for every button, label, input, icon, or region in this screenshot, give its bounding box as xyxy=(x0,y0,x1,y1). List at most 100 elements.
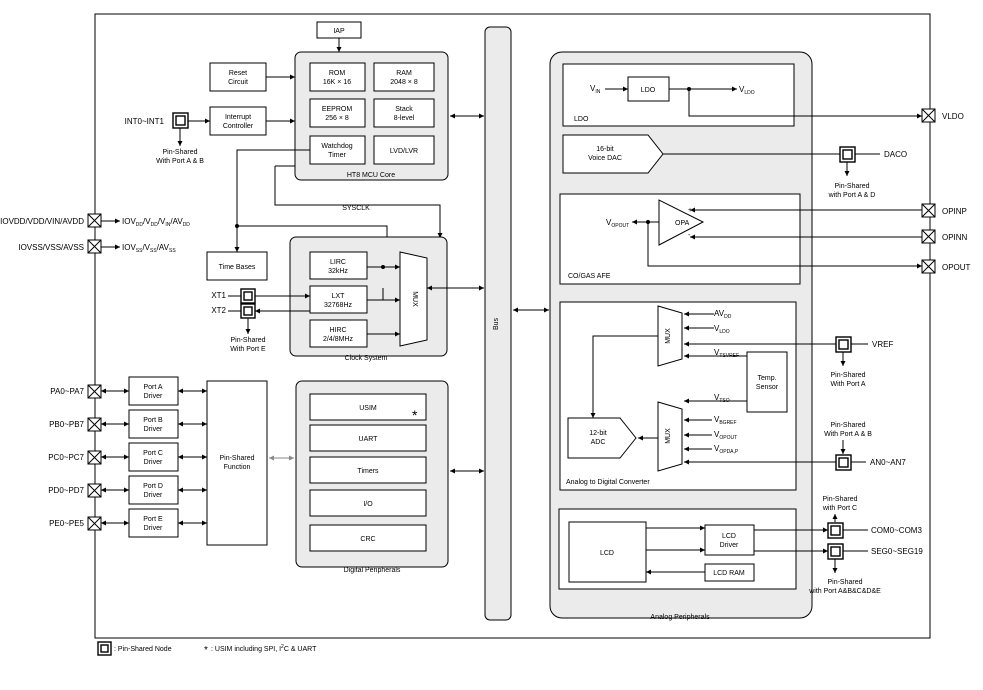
digital-block xyxy=(309,489,427,517)
port-pin-label: PD0~PD7 xyxy=(48,486,84,495)
adc-mux-bottom xyxy=(657,401,683,472)
port-pin-icon xyxy=(87,417,102,432)
watchdog-clock-line xyxy=(234,149,310,252)
pin-shared-function-label-2: Function xyxy=(224,464,251,471)
port-pin-label: PC0~PC7 xyxy=(48,453,84,462)
bus-label: Bus xyxy=(493,317,500,330)
vtso-label: VTSO xyxy=(714,393,730,404)
watchdog-label: Watchdog xyxy=(321,143,352,150)
lirc-block xyxy=(309,251,368,280)
digital-block-label: CRC xyxy=(360,536,375,543)
opout-pin-label: OPOUT xyxy=(942,263,971,272)
daco-shared-node-icon xyxy=(839,146,856,163)
usim-star: * xyxy=(412,407,418,423)
vdd-out-label: IOVDD/VDD/VIN/AVDD xyxy=(122,217,190,228)
dac-label: 16-bit xyxy=(596,146,614,153)
vldo-mux-label: VLDO xyxy=(714,324,730,335)
rom-block xyxy=(309,62,366,92)
port-driver-block xyxy=(128,442,179,472)
watchdog-block xyxy=(309,135,366,165)
sysclk-line xyxy=(274,166,443,238)
hirc-freq: 2/4/8MHz xyxy=(323,336,353,343)
seg-shared-node-icon xyxy=(827,543,844,560)
eeprom-label: EEPROM xyxy=(322,106,353,113)
com-shared-label: Pin-Shared xyxy=(822,496,857,503)
digital-block xyxy=(309,393,427,421)
lxt-freq: 32768Hz xyxy=(324,302,353,309)
port-driver-label-2: Driver xyxy=(144,393,163,400)
vref-shared-label-2: With Port A xyxy=(830,381,865,388)
opa-label: OPA xyxy=(675,220,690,227)
lcd-block xyxy=(568,521,647,583)
port-pin-label: PE0~PE5 xyxy=(49,519,84,528)
digital-block-label: UART xyxy=(359,436,379,443)
hirc-block xyxy=(309,319,368,348)
legend-note: : USIM including SPI, I2C & UART xyxy=(211,644,317,653)
port-driver-block xyxy=(128,475,179,505)
ldo-section xyxy=(562,63,795,127)
port-driver-block xyxy=(128,376,179,406)
lcd-driver-label: LCD xyxy=(722,533,736,540)
afe-section xyxy=(559,193,801,285)
eeprom-size: 256 × 8 xyxy=(325,115,349,122)
opout-pin-icon xyxy=(921,259,936,274)
xt-shared-label-2: With Port E xyxy=(230,346,266,353)
adc-mux-top xyxy=(657,305,683,367)
int-shared-node-icon xyxy=(172,112,189,129)
port-pin-icon xyxy=(87,483,102,498)
pin-shared-function-block xyxy=(206,380,268,546)
int-pin-label: INT0~INT1 xyxy=(125,117,165,126)
digital-block-label: Timers xyxy=(357,468,379,475)
rom-label: ROM xyxy=(329,70,346,77)
adc-mux-bottom-label: MUX xyxy=(665,428,672,444)
opinp-pin-label: OPINP xyxy=(942,207,967,216)
port-pin-label: PB0~PB7 xyxy=(49,420,84,429)
lvd-block xyxy=(373,135,435,165)
seg-shared-label-2: with Port A&B&C&D&E xyxy=(808,588,881,595)
port-driver-label: Port E xyxy=(143,516,163,523)
vbgref-label: VBGREF xyxy=(714,415,737,426)
ldo-section-label: LDO xyxy=(574,116,589,123)
interrupt-label-2: Controller xyxy=(223,123,254,130)
daco-shared-label: Pin-Shared xyxy=(834,183,869,190)
legend-star: * xyxy=(204,645,208,656)
vopout-label: VOPOUT xyxy=(606,218,629,229)
xt1-label: XT1 xyxy=(211,291,226,300)
lcd-driver-label-2: Driver xyxy=(720,542,739,549)
daco-pin-label: DACO xyxy=(884,150,907,159)
vref-shared-label: Pin-Shared xyxy=(830,372,865,379)
port-pin-icon xyxy=(87,516,102,531)
int-shared-label-2: With Port A & B xyxy=(156,158,204,165)
interrupt-label: Interrupt xyxy=(225,114,251,121)
lcd-ram-label: LCD RAM xyxy=(713,570,745,577)
port-driver-block xyxy=(128,508,179,538)
adc-label-2: ADC xyxy=(591,439,606,446)
rom-size: 16K × 16 xyxy=(323,79,351,86)
lirc-freq: 32kHz xyxy=(328,268,348,275)
reset-label: Reset xyxy=(229,70,247,77)
pin-shared-function-label: Pin-Shared xyxy=(219,455,254,462)
vldo-pin-label: VLDO xyxy=(942,112,964,121)
xt2-shared-node-icon xyxy=(240,303,256,319)
xt2-label: XT2 xyxy=(211,306,226,315)
vopdap-label: VOPDA,P xyxy=(714,444,739,455)
port-pin-label: PA0~PA7 xyxy=(50,387,84,396)
port-pin-icon xyxy=(87,384,102,399)
an-shared-label: Pin-Shared xyxy=(830,422,865,429)
mcu-core-label: HT8 MCU Core xyxy=(347,172,395,179)
an-shared-label-2: With Port A & B xyxy=(824,431,872,438)
vin-label: VIN xyxy=(590,84,601,95)
legend-node-label: : Pin-Shared Node xyxy=(114,646,172,653)
int-shared-label: Pin-Shared xyxy=(162,149,197,156)
sysclk-label: SYSCLK xyxy=(342,205,370,212)
port-driver-label-2: Driver xyxy=(144,459,163,466)
adc-mux-top-label: MUX xyxy=(665,328,672,344)
time-bases-block xyxy=(206,251,268,281)
com-shared-node-icon xyxy=(827,522,844,539)
legend-node-icon xyxy=(97,641,112,656)
analog-peripherals-label: Analog Peripherals xyxy=(650,614,710,621)
port-driver-label-2: Driver xyxy=(144,525,163,532)
port-driver-label: Port D xyxy=(143,483,163,490)
bus xyxy=(484,26,512,621)
